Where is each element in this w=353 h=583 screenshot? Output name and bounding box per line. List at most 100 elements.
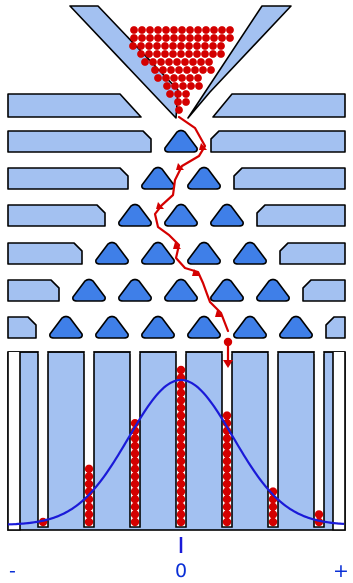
hopper-ball xyxy=(218,34,226,42)
rail-right-1 xyxy=(210,130,346,153)
collection-bins xyxy=(7,351,346,531)
rail-left-3 xyxy=(7,204,106,227)
hopper-ball xyxy=(197,58,205,66)
hopper-ball xyxy=(183,66,191,74)
zero-label: 0 xyxy=(175,560,188,582)
bin-ball xyxy=(222,517,232,527)
rail-right-6 xyxy=(325,316,346,339)
bin-ball xyxy=(176,472,186,481)
hopper-ball xyxy=(218,26,226,34)
bin-ball xyxy=(130,472,140,481)
rail-right-2 xyxy=(233,167,346,190)
bin-ball xyxy=(176,381,186,390)
bin-ball xyxy=(176,502,186,511)
peg xyxy=(256,278,290,302)
bin-ball xyxy=(130,464,140,473)
peg xyxy=(187,241,221,265)
rail-rows xyxy=(7,129,346,339)
bin-ball xyxy=(222,510,232,519)
hopper-ball xyxy=(186,26,194,34)
hopper-ball xyxy=(199,66,207,74)
bin-ball xyxy=(222,479,232,489)
bin-ball xyxy=(176,517,186,527)
ball-path xyxy=(153,115,230,333)
peg xyxy=(187,166,221,190)
bin-ball xyxy=(130,510,140,519)
hopper-ball xyxy=(162,34,170,42)
hopper-ball xyxy=(137,50,145,58)
hopper-ball xyxy=(153,50,161,58)
hopper-ball xyxy=(146,26,154,34)
hopper-ball xyxy=(187,82,195,90)
hopper-right-wall xyxy=(187,5,292,119)
bin-ball xyxy=(176,426,186,435)
hopper-ball xyxy=(182,98,190,106)
hopper-ball xyxy=(146,34,154,42)
hopper-ball xyxy=(210,26,218,34)
hopper-ball xyxy=(170,74,178,82)
hopper-ball xyxy=(191,66,199,74)
bin-ball xyxy=(314,510,324,519)
hopper-ball xyxy=(209,50,217,58)
bin-ball xyxy=(130,517,140,527)
bin-ball xyxy=(130,479,140,489)
hopper-ball xyxy=(170,34,178,42)
shelf-right xyxy=(212,93,346,118)
rail-right-5 xyxy=(302,279,346,302)
bin-slot xyxy=(313,352,325,528)
bin-ball xyxy=(176,464,186,473)
peg xyxy=(118,203,152,227)
hopper-ball xyxy=(171,82,179,90)
bin-ball xyxy=(222,411,232,420)
hopper-ball xyxy=(226,26,234,34)
hopper-ball xyxy=(162,26,170,34)
hopper-ball xyxy=(154,26,162,34)
hopper-ball xyxy=(179,82,187,90)
bin-ball xyxy=(222,487,232,496)
hopper-ball xyxy=(226,34,234,42)
hopper-ball xyxy=(174,90,182,98)
hopper-ball xyxy=(193,42,201,50)
hopper-ball xyxy=(217,50,225,58)
peg xyxy=(141,166,175,190)
hopper-ball xyxy=(145,42,153,50)
bin-ball xyxy=(268,517,278,527)
peg xyxy=(233,315,267,339)
hopper-ball xyxy=(151,66,159,74)
hopper-ball xyxy=(194,34,202,42)
bin-ball xyxy=(84,464,94,473)
hopper-ball xyxy=(178,74,186,82)
hopper-ball xyxy=(154,74,162,82)
bin-ball xyxy=(222,464,232,473)
hopper-ball xyxy=(175,66,183,74)
bin-ball xyxy=(84,502,94,511)
bin-ball xyxy=(176,365,186,375)
hopper-ball xyxy=(178,34,186,42)
bin-ball xyxy=(176,403,186,413)
bin-ball xyxy=(130,441,140,451)
rail-left-6 xyxy=(7,316,37,339)
hopper-ball xyxy=(194,26,202,34)
bin-slot xyxy=(267,352,279,528)
peg xyxy=(95,315,129,339)
falling-ball xyxy=(223,337,233,347)
path-arrowhead xyxy=(215,310,223,317)
peg xyxy=(95,241,129,265)
bin-ball xyxy=(268,510,278,519)
hopper-ball xyxy=(170,26,178,34)
hopper-ball xyxy=(178,26,186,34)
hopper-ball xyxy=(169,42,177,50)
hopper-ball xyxy=(205,58,213,66)
bin-ball xyxy=(176,441,186,451)
peg xyxy=(164,278,198,302)
rail-left-1 xyxy=(7,130,152,153)
bin-ball xyxy=(268,502,278,511)
hopper-balls xyxy=(129,26,234,114)
path-arrowhead xyxy=(176,163,184,170)
path-arrowhead xyxy=(156,202,164,209)
bin-ball xyxy=(222,434,232,443)
plus-label: + xyxy=(333,560,349,582)
rail-right-3 xyxy=(256,204,346,227)
bin-ball xyxy=(130,487,140,496)
hopper-ball xyxy=(141,58,149,66)
